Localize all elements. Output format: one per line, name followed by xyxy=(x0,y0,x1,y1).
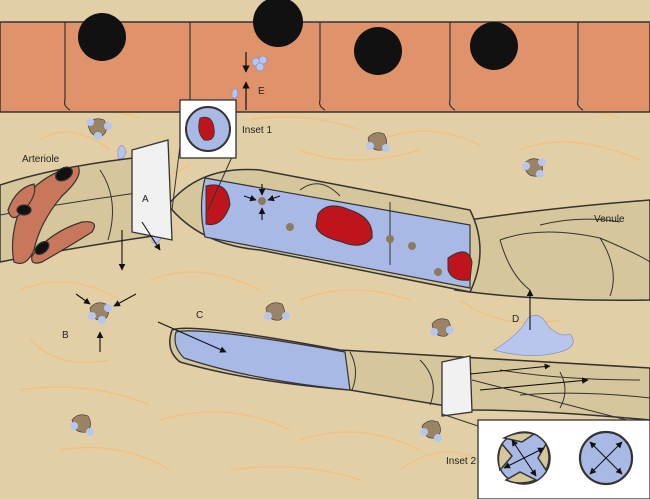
b-arrows xyxy=(75,293,137,352)
label-inset-1: Inset 1 xyxy=(242,125,272,136)
label-inset-2: Inset 2 xyxy=(446,456,476,467)
label-arteriole: Arteriole xyxy=(22,154,60,165)
label-venule: Venule xyxy=(594,214,625,225)
section-plane-inset2 xyxy=(441,355,473,417)
red-blood-cell xyxy=(315,205,373,246)
capillary xyxy=(167,168,481,293)
red-blood-cell xyxy=(447,251,473,281)
labels: Arteriole Venule Inset 1 Inset 2 A B C D… xyxy=(22,86,625,467)
venule xyxy=(418,199,650,302)
red-blood-cell xyxy=(205,184,231,226)
lower-vessel xyxy=(157,321,650,421)
inset-1 xyxy=(171,99,237,211)
lower-vessel-lumen xyxy=(174,330,351,391)
d-fluid xyxy=(493,289,574,356)
arteriole xyxy=(0,139,173,271)
label-d: D xyxy=(512,314,519,325)
nucleus xyxy=(253,0,303,47)
nucleus xyxy=(78,13,126,61)
label-c: C xyxy=(196,310,203,321)
label-e: E xyxy=(258,86,265,97)
epithelial-layer xyxy=(0,0,650,113)
protein-clusters xyxy=(70,118,546,442)
label-a: A xyxy=(142,194,149,205)
nucleus xyxy=(470,22,518,70)
inset-2 xyxy=(441,379,650,499)
nucleus xyxy=(354,27,402,75)
section-plane-a xyxy=(131,139,173,241)
label-b: B xyxy=(62,330,69,341)
smooth-muscle-cells xyxy=(7,165,95,265)
